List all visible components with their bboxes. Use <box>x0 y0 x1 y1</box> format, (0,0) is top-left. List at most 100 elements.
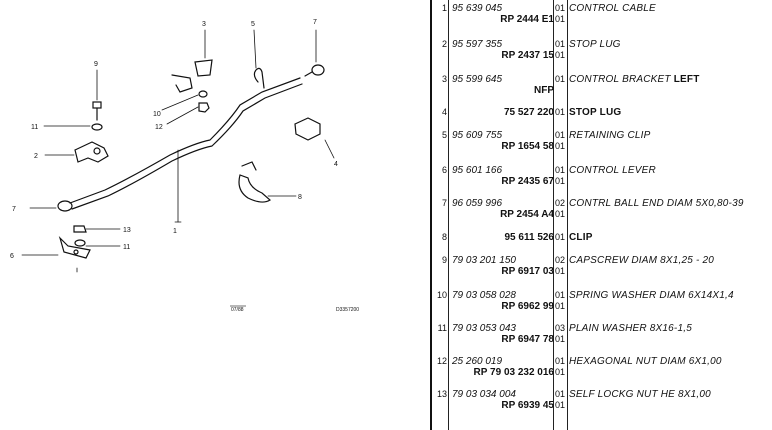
plain-washer-upper-drawing <box>43 123 103 131</box>
part-reference: 95 639 045 <box>452 3 503 14</box>
part-reference-secondary: RP 6939 45 <box>501 400 554 411</box>
control-cable-drawing <box>69 77 301 204</box>
part-reference: 79 03 053 043 <box>452 323 516 334</box>
part-description: HEXAGONAL NUT DIAM 6X1,00 <box>569 356 722 367</box>
part-reference: 95 609 755 <box>452 130 503 141</box>
ball-end-right-drawing <box>304 29 325 77</box>
stop-lug-drawing <box>44 141 109 163</box>
quantity: 03 <box>555 323 566 333</box>
part-reference: 75 527 220 <box>503 107 554 118</box>
quantity-secondary: 01 <box>555 367 566 377</box>
quantity: 01 <box>555 107 566 117</box>
quantity: 01 <box>555 290 566 300</box>
hexagonal-nut-drawing <box>166 102 210 125</box>
quantity: 01 <box>555 74 566 84</box>
part-reference: 25 260 019 <box>452 356 503 367</box>
exploded-parts-diagram: 1 2 3 4 5 6 7 7 8 9 10 11 11 12 13 07/88… <box>10 19 359 313</box>
part-reference: 95 599 645 <box>452 74 503 85</box>
part-description-wrap: CONTROL BRACKET LEFT <box>569 74 700 85</box>
quantity-secondary: 01 <box>555 334 566 344</box>
part-reference: 79 03 034 004 <box>452 389 516 400</box>
item-number: 5 <box>441 130 447 140</box>
callout-12: 12 <box>155 124 163 131</box>
capscrew-drawing <box>92 69 102 121</box>
item-number: 6 <box>441 165 447 175</box>
callout-6: 6 <box>10 253 14 260</box>
part-reference: 95 601 166 <box>452 165 503 176</box>
quantity-secondary: 01 <box>555 176 566 186</box>
callout-7-left: 7 <box>12 206 16 213</box>
callout-10: 10 <box>153 111 161 118</box>
drawing-reference: D3357200 <box>336 307 359 313</box>
item-number: 12 <box>436 356 447 366</box>
callout-7-right: 7 <box>313 19 317 26</box>
part-reference-secondary: RP 1654 58 <box>501 141 554 152</box>
part-reference-secondary: RP 6947 78 <box>501 334 554 345</box>
part-reference-secondary: RP 6962 99 <box>501 301 554 312</box>
quantity: 01 <box>555 389 566 399</box>
item-number: 1 <box>441 3 447 13</box>
quantity-secondary: 01 <box>555 209 566 219</box>
part-description: CONTROL CABLE <box>569 3 656 14</box>
callout-8: 8 <box>298 194 302 201</box>
part-description: CONTRL BALL END DIAM 5X0,80-39 <box>569 198 744 209</box>
part-description: STOP LUG <box>569 39 621 50</box>
part-reference: 95 597 355 <box>452 39 503 50</box>
spring-washer-drawing <box>161 90 208 111</box>
part-reference-secondary: NFP <box>534 85 554 96</box>
quantity: 01 <box>555 3 566 13</box>
part-description: STOP LUG <box>569 107 622 118</box>
plain-washer-lower-drawing <box>74 239 121 247</box>
item-number: 11 <box>437 323 447 333</box>
part-description: PLAIN WASHER 8X16-1,5 <box>569 323 692 334</box>
item-number: 4 <box>441 107 447 117</box>
part-reference-secondary: RP 79 03 232 016 <box>473 367 554 378</box>
callout-4: 4 <box>334 161 338 168</box>
callout-3: 3 <box>202 21 206 28</box>
quantity: 02 <box>555 198 566 208</box>
callout-9: 9 <box>94 61 98 68</box>
item-number: 7 <box>441 198 447 208</box>
item-number: 10 <box>436 290 447 300</box>
quantity-secondary: 01 <box>555 266 566 276</box>
part-description: CAPSCREW DIAM 8X1,25 - 20 <box>569 255 715 266</box>
callout-11-lower: 11 <box>123 244 130 251</box>
callout-11-upper: 11 <box>31 124 38 131</box>
stop-lug-right-drawing <box>294 117 335 159</box>
part-description: CONTROL BRACKET <box>569 74 674 85</box>
part-description: CLIP <box>569 232 593 243</box>
item-number: 9 <box>441 255 447 265</box>
part-reference: 95 611 526 <box>504 232 555 243</box>
quantity: 01 <box>555 232 566 242</box>
quantity-secondary: 01 <box>555 50 566 60</box>
part-reference: 79 03 201 150 <box>452 255 516 266</box>
part-reference: 96 059 996 <box>452 198 503 209</box>
callout-5: 5 <box>251 21 255 28</box>
part-reference-secondary: RP 2444 E1 <box>500 14 554 25</box>
part-reference-secondary: RP 2435 67 <box>501 176 554 187</box>
part-description: SPRING WASHER DIAM 6X14X1,4 <box>569 290 734 301</box>
part-reference-secondary: RP 2437 15 <box>501 50 554 61</box>
quantity: 01 <box>555 130 566 140</box>
callout-1: 1 <box>173 228 177 235</box>
quantity: 02 <box>555 255 566 265</box>
control-lever-drawing <box>21 235 91 273</box>
quantity: 01 <box>555 356 566 366</box>
item-number: 13 <box>436 389 447 399</box>
date-stamp: 07/88 <box>231 307 244 313</box>
callout-13: 13 <box>123 227 131 234</box>
control-cable-drawing-inner <box>71 83 303 210</box>
self-locking-nut-drawing <box>73 225 121 233</box>
control-bracket-drawing <box>171 29 213 93</box>
